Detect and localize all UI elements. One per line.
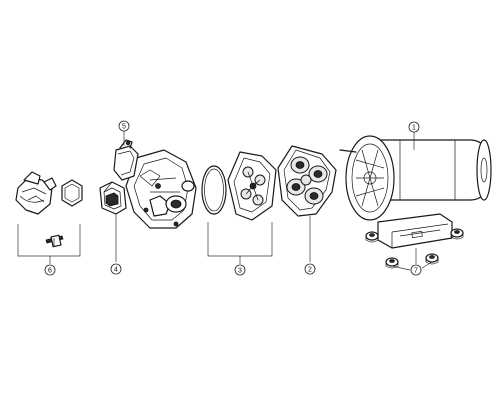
callout-5-number: 5 <box>122 124 126 131</box>
callout-6-number: 6 <box>48 268 52 275</box>
callout-1: 1 <box>408 121 420 133</box>
callout-7-number: 7 <box>414 268 418 275</box>
inlet-strainer <box>15 171 57 215</box>
valve-assembly <box>227 151 277 221</box>
motor-assembly <box>339 135 492 221</box>
pressure-switch <box>113 139 139 181</box>
strainer-gasket <box>61 179 83 207</box>
callout-3: 3 <box>234 264 246 276</box>
diaphragm-part <box>277 145 337 217</box>
callout-7: 7 <box>410 264 422 276</box>
pump-head-housing <box>125 149 197 229</box>
callout-3-number: 3 <box>238 268 242 275</box>
callout-4: 4 <box>110 263 122 275</box>
callout-2-number: 2 <box>308 267 312 274</box>
mounting-bracket <box>377 213 453 249</box>
retaining-pin <box>45 234 64 248</box>
callout-4-number: 4 <box>114 267 118 274</box>
callout-5: 5 <box>118 120 130 132</box>
callout-1-number: 1 <box>412 125 416 132</box>
check-valve-cap <box>99 181 127 215</box>
callout-2: 2 <box>304 263 316 275</box>
callout-6: 6 <box>44 264 56 276</box>
rubber-grommets <box>365 228 464 269</box>
leader-lines <box>17 131 433 271</box>
o-ring <box>201 165 227 215</box>
